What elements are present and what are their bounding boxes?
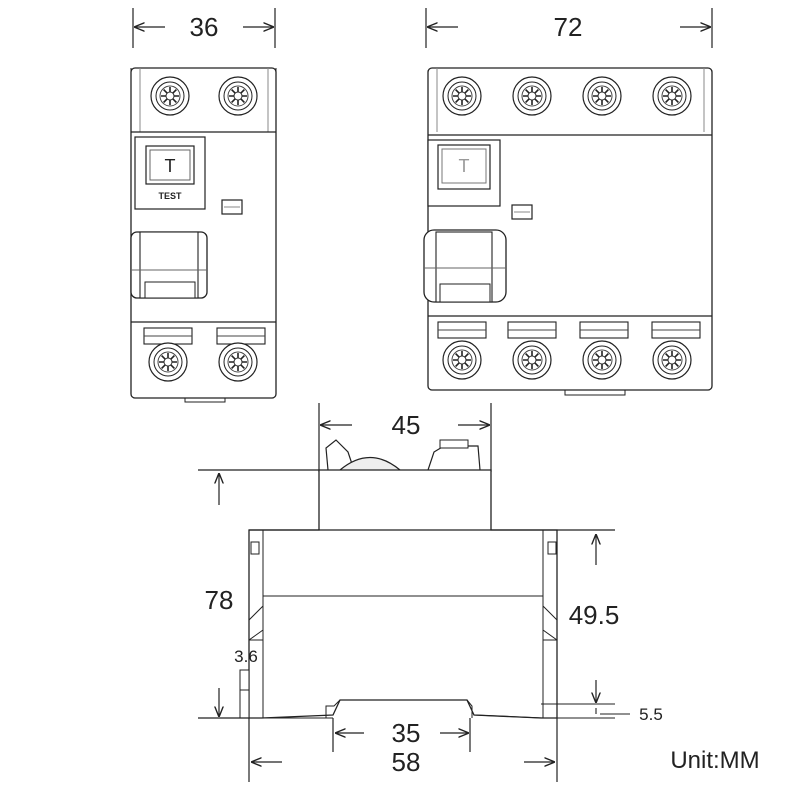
- side-view: 45 78: [198, 403, 663, 782]
- terminal-screw-icon: [582, 76, 622, 116]
- terminal-screw-icon: [218, 342, 258, 382]
- dimension-body-height: 49.5: [557, 529, 620, 702]
- dimension-depth: 58: [248, 718, 558, 782]
- dim-35-label: 35: [392, 718, 421, 748]
- dimension-total-height: 78: [198, 469, 319, 719]
- terminal-screw-icon: [652, 76, 692, 116]
- terminal-screw-icon: [652, 340, 692, 380]
- dim-49-5-label: 49.5: [569, 600, 620, 630]
- test-text: TEST: [158, 191, 182, 201]
- terminal-screw-icon: [442, 340, 482, 380]
- terminal-screw-icon: [148, 342, 188, 382]
- test-button-label: T: [165, 156, 176, 176]
- dim-45-label: 45: [392, 410, 421, 440]
- front-view-4-pole: 72 T: [423, 8, 713, 396]
- dim-5-5-label: 5.5: [639, 705, 663, 724]
- terminal-screw-icon: [150, 76, 190, 116]
- dimension-rail-width: 35: [332, 718, 471, 752]
- dim-58-label: 58: [392, 747, 421, 777]
- dim-78-label: 78: [205, 585, 234, 615]
- terminal-screw-icon: [512, 340, 552, 380]
- dimension-top-width: 45: [318, 403, 492, 472]
- test-button-label: T: [459, 156, 470, 176]
- dimension-rail-clip: 3.6: [234, 647, 258, 666]
- side-body: [248, 469, 558, 719]
- front-view-2-pole: 36 T TEST: [130, 8, 277, 403]
- terminal-screw-icon: [442, 76, 482, 116]
- unit-label: Unit:MM: [670, 747, 759, 774]
- dimension-rail-gap: 5.5: [541, 703, 663, 724]
- dimension-width-4p: 72: [425, 8, 713, 48]
- terminal-screw-icon: [218, 76, 258, 116]
- dimension-width-2p: 36: [132, 8, 276, 48]
- dim-36-label: 36: [190, 12, 219, 42]
- terminal-screw-icon: [512, 76, 552, 116]
- terminal-screw-icon: [582, 340, 622, 380]
- dim-72-label: 72: [554, 12, 583, 42]
- dim-3-6-label: 3.6: [234, 647, 258, 666]
